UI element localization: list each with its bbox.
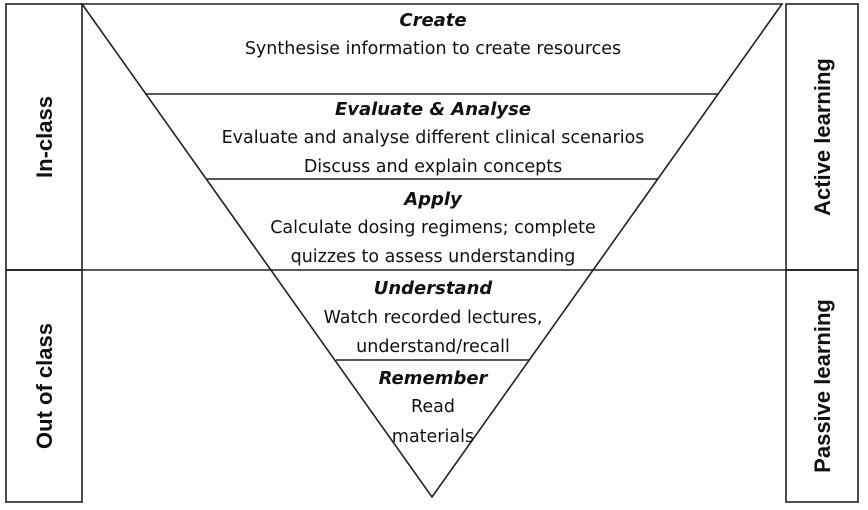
- evaluate-analyse-title: Evaluate & Analyse: [335, 99, 531, 120]
- understand-line-1: Watch recorded lectures,: [324, 308, 543, 328]
- apply-title: Apply: [402, 189, 463, 210]
- evaluate-analyse-line-1: Evaluate and analyse different clinical …: [222, 128, 645, 148]
- inverted-pyramid: [80, 3, 784, 499]
- remember-line-2: materials: [392, 427, 474, 447]
- out-of-class-label: Out of class: [32, 323, 57, 449]
- create-line-1: Synthesise information to create resourc…: [245, 39, 621, 59]
- evaluate-analyse-line-2: Discuss and explain concepts: [304, 157, 562, 177]
- active-learning-label: Active learning: [810, 58, 835, 216]
- understand-title: Understand: [374, 278, 494, 299]
- create-title: Create: [399, 10, 466, 31]
- understand-line-2: understand/recall: [356, 337, 510, 357]
- in-class-label: In-class: [32, 96, 57, 178]
- remember-title: Remember: [379, 368, 489, 389]
- remember-line-1: Read: [411, 397, 455, 417]
- apply-line-1: Calculate dosing regimens; complete: [270, 218, 596, 238]
- passive-learning-label: Passive learning: [810, 299, 835, 473]
- apply-line-2: quizzes to assess understanding: [291, 247, 576, 267]
